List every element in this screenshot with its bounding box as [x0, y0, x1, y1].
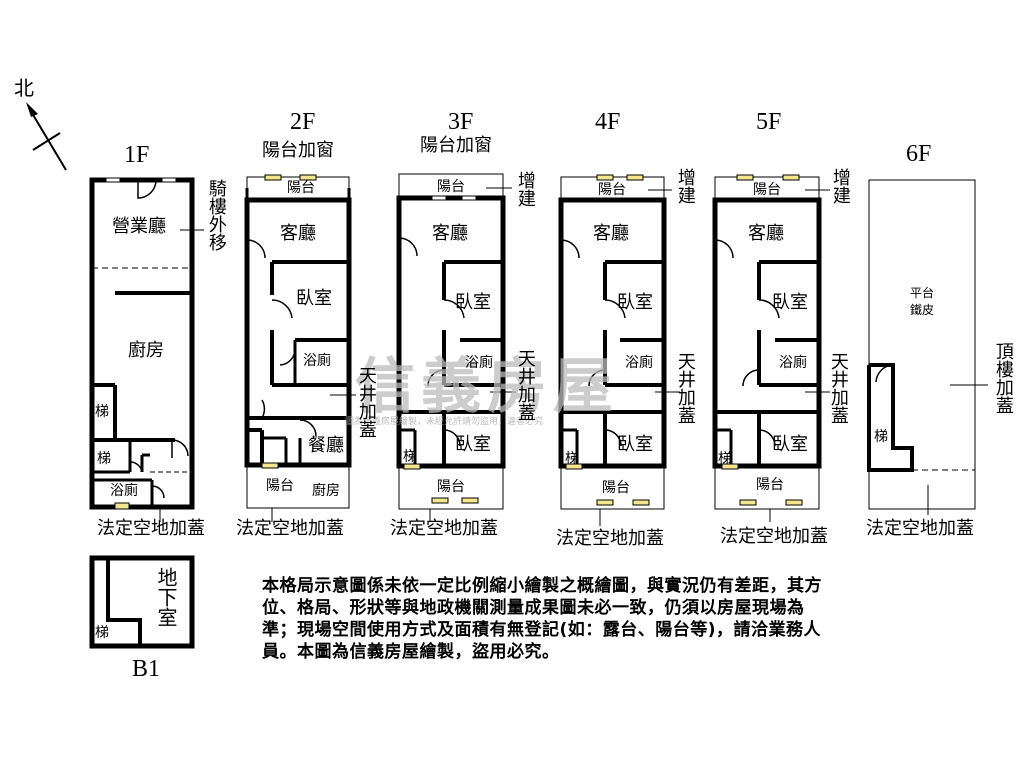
annotation-note: 增建: [674, 168, 696, 204]
room-label: 客廳: [593, 223, 629, 244]
annotation-note: 天井加蓋: [674, 352, 696, 424]
room-label: 鐵皮: [910, 303, 935, 317]
annotation-note: 增建: [829, 168, 851, 204]
annotation-note: 天井加蓋: [355, 366, 377, 438]
stair-label: 梯: [718, 451, 732, 467]
annotation-note: 天井加蓋: [827, 352, 849, 424]
room-label: 浴廁: [625, 355, 653, 371]
room-label: 客廳: [748, 223, 784, 244]
room-label: 陽台: [598, 182, 626, 198]
floor-2f-title: 2F: [290, 109, 316, 135]
room-label: 營業廳: [112, 216, 166, 237]
floor-5f-plan: [712, 174, 830, 522]
stair-label: 梯: [565, 451, 579, 467]
floor-b1-title: B1: [132, 656, 161, 682]
stair-label: 梯: [95, 625, 109, 641]
annotation-note: 頂樓加蓋: [992, 342, 1014, 414]
compass-north-label: 北: [14, 76, 34, 100]
annotation-note: 增建: [514, 171, 536, 207]
floor-3f-plan: [396, 173, 516, 522]
annotation-note: 天井加蓋: [514, 349, 536, 421]
stair-label: 梯: [95, 404, 109, 420]
room-label: 浴廁: [110, 483, 138, 499]
room-label: 臥室: [455, 292, 491, 313]
room-label: 陽台: [602, 480, 630, 496]
room-label: 客廳: [280, 223, 316, 244]
floor-b1-plan: [89, 555, 195, 649]
room-label: 廚房: [128, 340, 164, 361]
watermark-notice: 圖為信義房屋繪製，未經允許請勿盜用，違者必究: [345, 417, 544, 427]
room-label: 浴廁: [779, 355, 807, 371]
floor-2f-plan: [244, 174, 356, 522]
room-label: 浴廁: [465, 355, 493, 371]
room-label: 餐廳: [308, 435, 344, 456]
room-label: 陽台: [287, 180, 315, 196]
room-label: 廚房: [312, 483, 340, 499]
stair-label: 梯: [403, 449, 417, 465]
annotation-note: 法定空地加蓋: [236, 518, 344, 539]
floor-1f-title: 1F: [124, 142, 150, 168]
floor-3f-title: 3F: [448, 109, 474, 135]
floor-6f-plan: [867, 179, 988, 515]
annotation-note: 騎樓外移: [205, 179, 227, 251]
floor-4f-plan: [558, 174, 680, 526]
floor-5f-title: 5F: [756, 109, 782, 135]
room-label: 浴廁: [303, 353, 331, 369]
room-label: 平台: [910, 286, 935, 300]
room-label: 臥室: [455, 434, 491, 455]
annotation-note: 法定空地加蓋: [556, 528, 664, 549]
annotation-note: 陽台加窗: [262, 140, 334, 161]
floor-4f-title: 4F: [595, 109, 621, 135]
annotation-note: 陽台加窗: [420, 135, 492, 156]
room-label: 臥室: [617, 434, 653, 455]
stair-label: 梯: [874, 429, 888, 445]
floor-1f-plan: [89, 177, 204, 522]
room-label: 陽台: [753, 182, 781, 198]
room-label: 陽台: [266, 478, 294, 494]
room-label: 陽台: [437, 479, 465, 495]
annotation-note: 法定空地加蓋: [97, 518, 205, 539]
room-label: 地下室: [154, 567, 178, 627]
annotation-note: 法定空地加蓋: [866, 518, 974, 539]
room-label: 臥室: [772, 434, 808, 455]
room-label: 陽台: [437, 179, 465, 195]
room-label: 臥室: [617, 292, 653, 313]
stair-label: 梯: [97, 451, 111, 467]
annotation-note: 法定空地加蓋: [720, 526, 828, 547]
floor-6f-title: 6F: [906, 141, 932, 167]
room-label: 臥室: [772, 292, 808, 313]
annotation-note: 法定空地加蓋: [390, 518, 498, 539]
disclaimer-text: 本格局示意圖係未依一定比例縮小繪製之概繪圖，與實況仍有差距，其方位、格局、形狀等…: [262, 576, 822, 662]
brand-watermark: 信義房屋: [355, 352, 619, 422]
room-label: 客廳: [432, 223, 468, 244]
room-label: 臥室: [296, 288, 332, 309]
room-label: 陽台: [756, 477, 784, 493]
compass-arrow-icon: [26, 102, 67, 171]
